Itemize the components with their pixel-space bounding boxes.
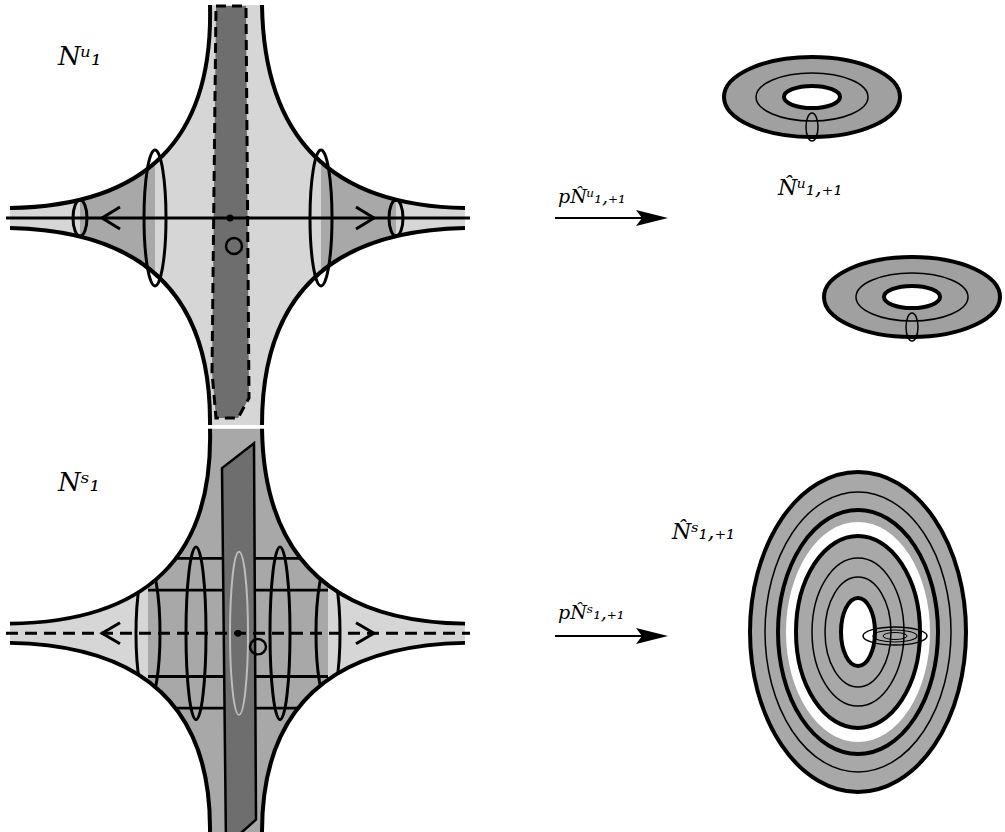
- math-label: pN̂ˢ₁,₊₁: [558, 602, 625, 623]
- math-label: N̂ᵘ₁,₊₁: [778, 176, 842, 200]
- math-label: pN̂ᵘ₁,₊₁: [558, 186, 626, 207]
- annulus: [824, 257, 1000, 341]
- math-label: N̂ˢ₁,₊₁: [672, 520, 735, 544]
- math-label: Nˢ₁: [58, 468, 100, 497]
- math-label: Nᵘ₁: [58, 42, 102, 71]
- annulus: [724, 57, 900, 141]
- solid-torus: [750, 472, 966, 792]
- projection-arrow: [555, 210, 668, 644]
- unstable-neighbourhood: [6, 0, 470, 440]
- stable-neighbourhood: [6, 424, 470, 832]
